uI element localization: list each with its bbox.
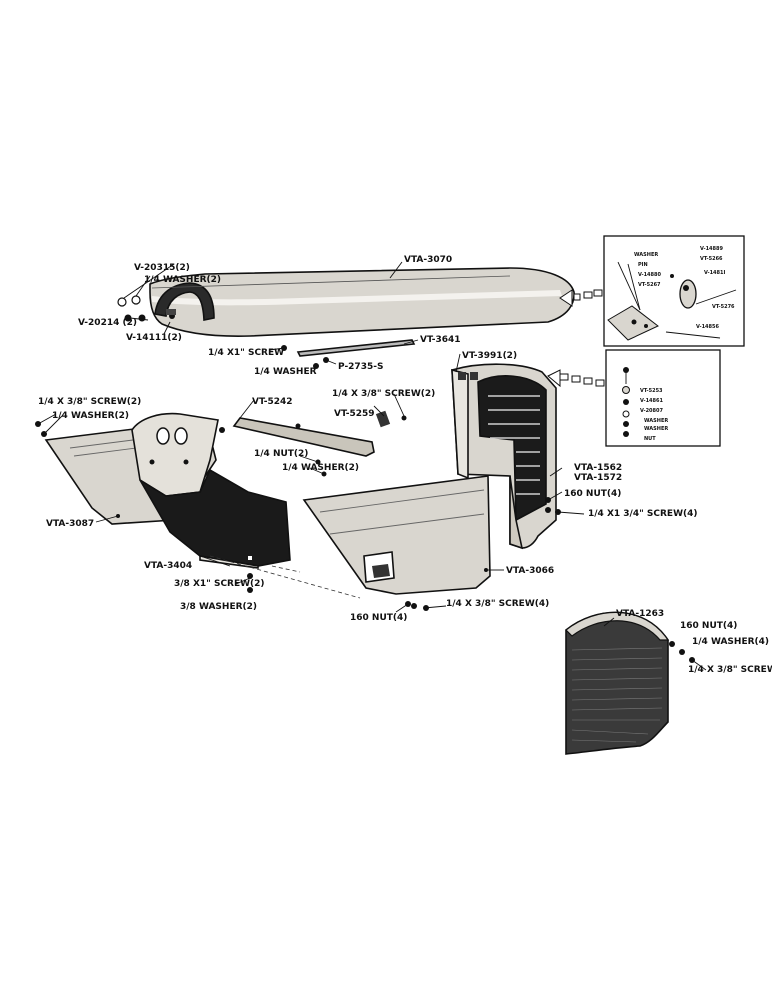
leader-lines bbox=[37, 261, 615, 627]
strap-vt5242 bbox=[232, 410, 407, 477]
rod-vt3641 bbox=[281, 339, 416, 369]
grille-screen-vta1263 bbox=[565, 611, 707, 755]
label-v14111: V-14111(2) bbox=[126, 333, 182, 343]
label-nut4-bottom: 160 NUT(4) bbox=[350, 613, 407, 623]
label-p2735s: P-2735-S bbox=[338, 362, 383, 372]
inset2-label-nut: NUT bbox=[644, 436, 656, 442]
inset1-label-washer: WASHER bbox=[634, 252, 658, 258]
inset2-label-washer1: WASHER bbox=[644, 418, 668, 424]
inset1-label-vt5276: VT-5276 bbox=[712, 304, 735, 310]
inset1-label-vt5266: VT-5266 bbox=[700, 256, 723, 262]
bracket-vta3404 bbox=[131, 412, 291, 569]
label-screw2-bottom: 3/8 X1" SCREW(2) bbox=[174, 579, 265, 589]
label-nut2: 1/4 NUT(2) bbox=[254, 449, 308, 459]
inset2-label-vt5253: VT-5253 bbox=[640, 388, 663, 394]
label-vta1263: VTA-1263 bbox=[616, 609, 664, 619]
label-screw2-left: 1/4 X 3/8" SCREW(2) bbox=[38, 397, 141, 407]
label-vta3404: VTA-3404 bbox=[144, 561, 192, 571]
label-screw4-bottom: 1/4 X 3/8" SCREW(4) bbox=[446, 599, 549, 609]
label-washer2-mid: 1/4 WASHER(2) bbox=[282, 463, 359, 473]
label-screw2-mid: 1/4 X 3/8" SCREW(2) bbox=[332, 389, 435, 399]
label-vta3070: VTA-3070 bbox=[404, 255, 452, 265]
label-vt5259: VT-5259 bbox=[334, 409, 375, 419]
label-vt3991: VT-3991(2) bbox=[462, 351, 517, 361]
inset1-label-v14856: V-14856 bbox=[696, 324, 719, 330]
label-washer2-left: 1/4 WASHER(2) bbox=[52, 411, 129, 421]
assembly-dashed-lines bbox=[209, 555, 361, 599]
label-screw-1x1: 1/4 X1" SCREW bbox=[208, 348, 284, 358]
side-panel-vta3066 bbox=[302, 475, 491, 595]
inset2-arrow bbox=[547, 369, 605, 388]
label-nut4-right: 160 NUT(4) bbox=[564, 489, 621, 499]
bracket-bottom-bolts bbox=[247, 573, 253, 593]
inset1-label-pin: PIN bbox=[638, 262, 648, 268]
label-washer-mid: 1/4 WASHER bbox=[254, 367, 317, 377]
label-screw4-grille: 1/4 X 3/8" SCREW(4) bbox=[688, 665, 772, 675]
inset1-arrow bbox=[559, 289, 603, 307]
hood-part bbox=[149, 267, 575, 337]
label-nut4-grille: 160 NUT(4) bbox=[680, 621, 737, 631]
inset1-label-v14880: V-14880 bbox=[638, 272, 661, 278]
label-vt3641: VT-3641 bbox=[420, 335, 461, 345]
label-washer4-grille: 1/4 WASHER(4) bbox=[692, 637, 769, 647]
inset1-label-v14889: V-14889 bbox=[700, 246, 723, 252]
detail-inset-hood-latch: WASHER PIN V-14889 VT-5266 V-14880 V-148… bbox=[603, 235, 745, 347]
inset2-label-v14861: V-14861 bbox=[640, 398, 663, 404]
label-washer2-top: 1/4 WASHER(2) bbox=[144, 275, 221, 285]
label-v20214: V-20214 (2) bbox=[78, 318, 137, 328]
label-v20315: V-20315(2) bbox=[134, 263, 190, 273]
detail-inset-grille-mount: VT-5253 V-14861 V-20807 WASHER WASHER NU… bbox=[605, 349, 721, 447]
inset2-label-v20807: V-20807 bbox=[640, 408, 663, 414]
label-screw4-right: 1/4 X1 3/4" SCREW(4) bbox=[588, 509, 698, 519]
panel-bottom-bolts bbox=[405, 601, 447, 611]
label-vta3066: VTA-3066 bbox=[506, 566, 554, 576]
label-vt5242: VT-5242 bbox=[252, 397, 293, 407]
inset1-label-v14811: V-1481I bbox=[704, 270, 725, 276]
label-vta1572: VTA-1572 bbox=[574, 473, 622, 483]
inset2-label-washer2: WASHER bbox=[644, 426, 668, 432]
label-washer2-bottom: 3/8 WASHER(2) bbox=[180, 602, 257, 612]
inset1-label-vt5267: VT-5267 bbox=[638, 282, 661, 288]
part-labels: V-20315(2) 1/4 WASHER(2) V-20214 (2) V-1… bbox=[38, 255, 772, 675]
label-vta3087: VTA-3087 bbox=[46, 519, 94, 529]
label-vta1562: VTA-1562 bbox=[574, 463, 622, 473]
